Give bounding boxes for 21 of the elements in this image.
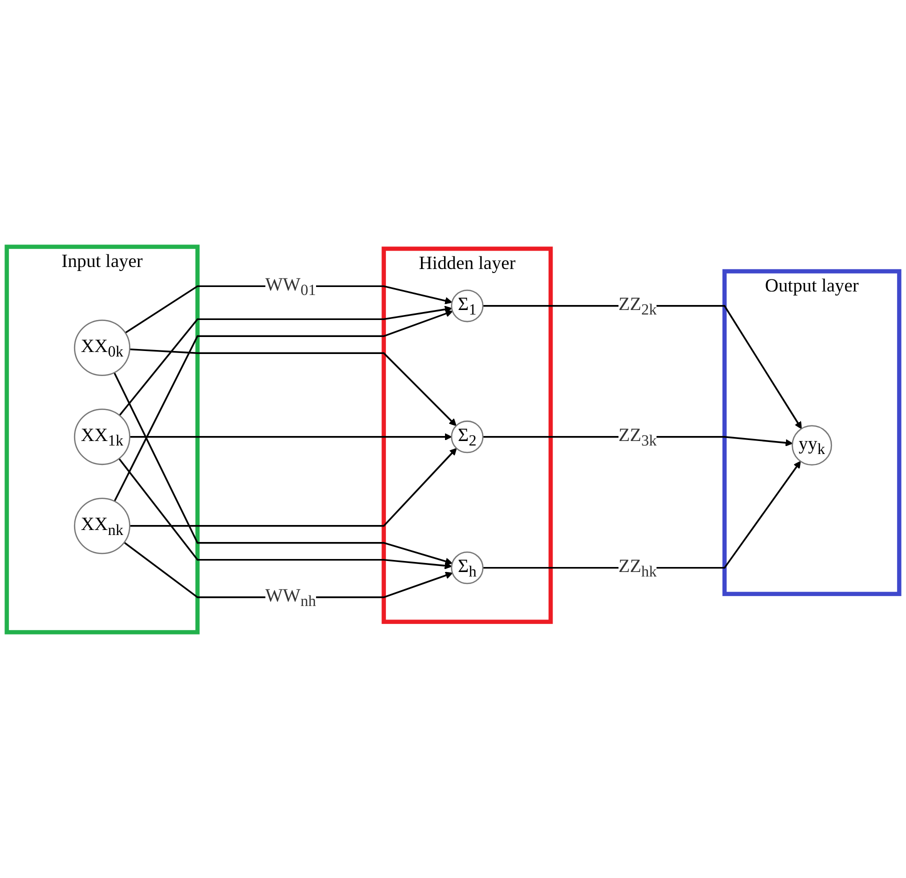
arrow: [130, 348, 456, 426]
arrow: [118, 305, 452, 416]
node-circle: XX$_{nk}$: [74, 497, 130, 554]
node-circle: Σ$_{1}$: [450, 289, 484, 322]
node-circle: XX$_{1k}$: [74, 408, 130, 465]
edge-label: ZZ$_{2k}$: [618, 292, 657, 318]
edge-label: WW$_{nh}$: [265, 584, 316, 609]
arrow: [114, 372, 453, 564]
arrow: [118, 458, 452, 569]
arrow: [482, 460, 801, 568]
arrow: [130, 447, 457, 526]
arrow: [130, 432, 452, 440]
arrow: [114, 310, 453, 502]
edge-label: ZZ$_{3k}$: [618, 424, 657, 449]
node-circle: yy$_{k}$: [792, 424, 832, 466]
edge-label: WW$_{01}$: [265, 273, 316, 298]
arrow: [482, 304, 802, 429]
node-circle: XX$_{0k}$: [74, 319, 130, 376]
node-circle: Σ$_{2}$: [450, 420, 484, 453]
edge-label: ZZ$_{hk}$: [618, 554, 657, 580]
node-circle: Σ$_{h}$: [450, 551, 484, 584]
